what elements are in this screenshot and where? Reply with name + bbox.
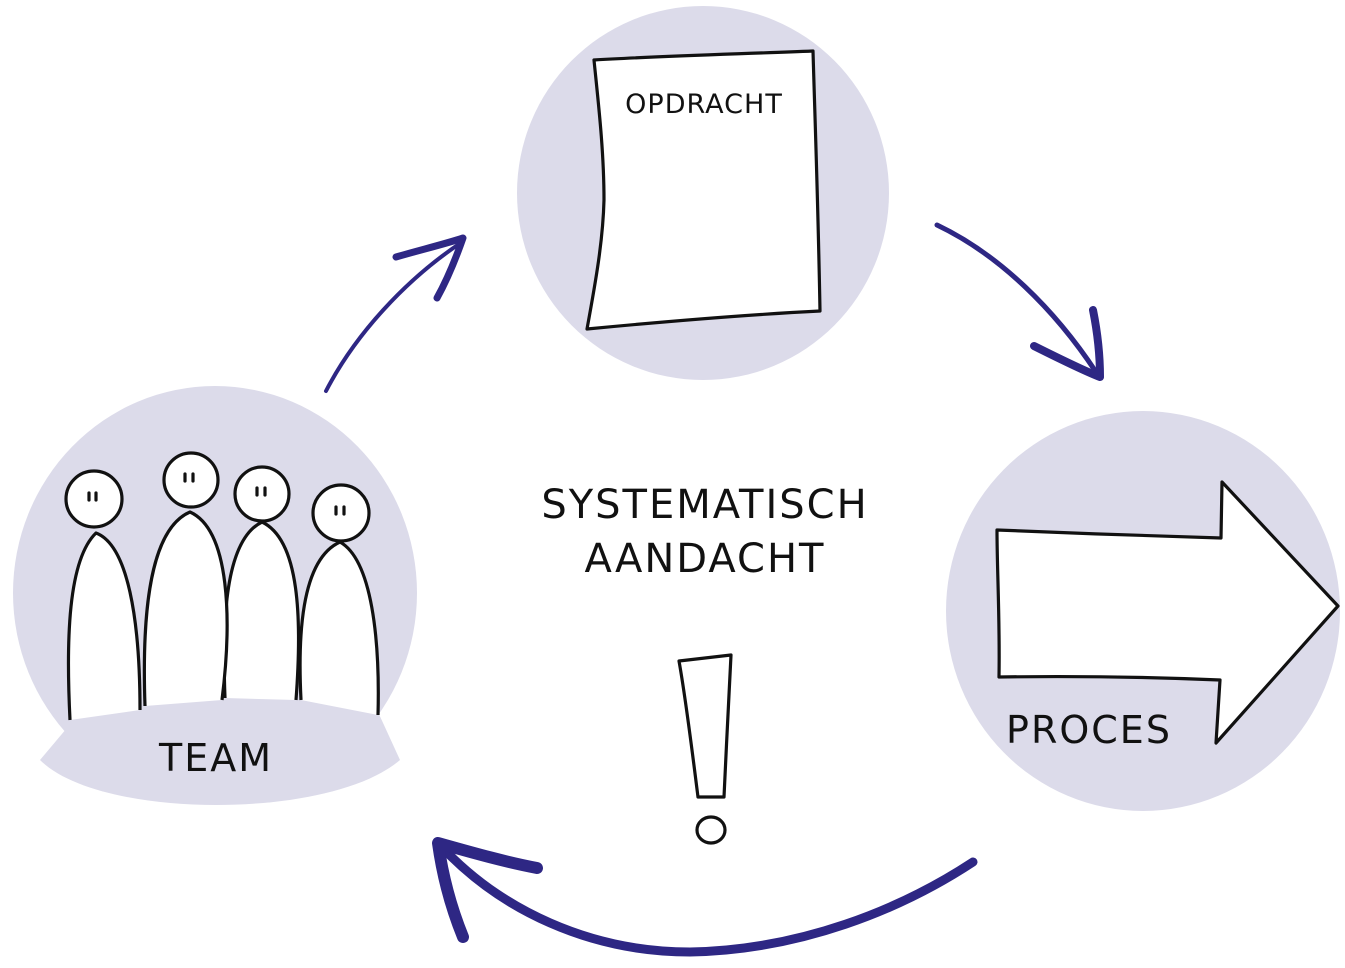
center-title-line1: SYSTEMATISCH: [541, 482, 868, 528]
proces-label: PROCES: [1006, 708, 1172, 752]
people-group-icon: [40, 451, 400, 805]
document-icon: [585, 49, 822, 331]
right-arrow-icon: [995, 480, 1340, 745]
exclamation-icon: [677, 653, 733, 845]
center-title-line2: AANDACHT: [585, 536, 826, 582]
arrow-team-to-opdracht: [324, 234, 467, 393]
arrow-opdracht-to-proces: [934, 222, 1104, 381]
opdracht-label: OPDRACHT: [625, 89, 783, 120]
team-label: TEAM: [158, 736, 273, 780]
arrow-proces-to-team: [432, 837, 978, 957]
